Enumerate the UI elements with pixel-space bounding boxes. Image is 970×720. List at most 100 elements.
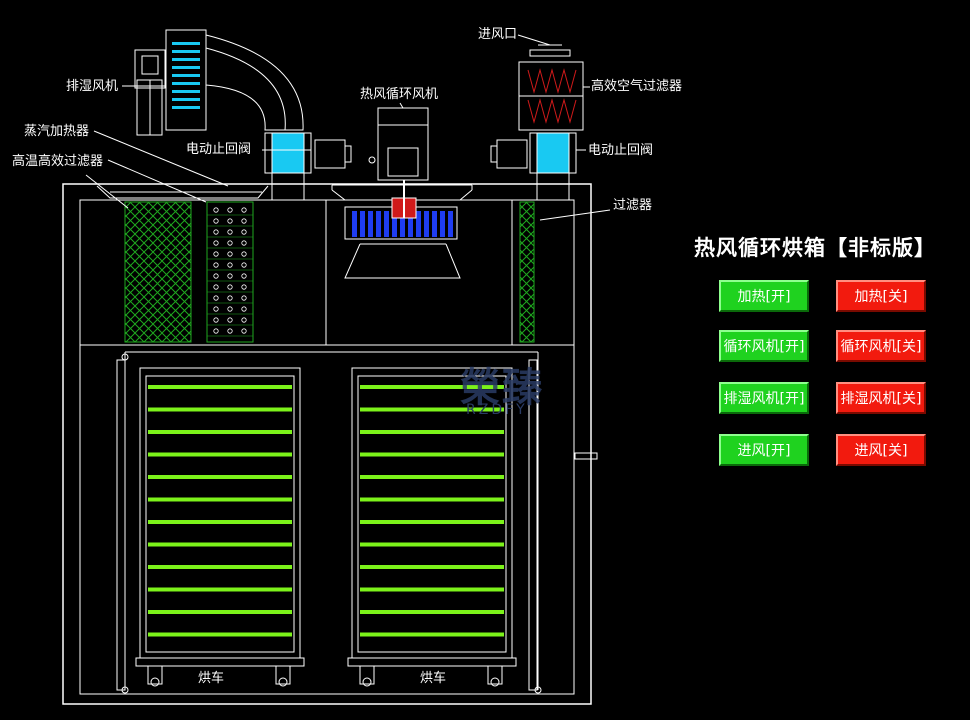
right-check-valve xyxy=(536,132,570,174)
cart-shelf xyxy=(360,610,504,614)
heater-coil-dot xyxy=(213,284,219,290)
heater-coil-dot xyxy=(227,328,233,334)
cart-shelf xyxy=(360,565,504,569)
label-filter: 过滤器 xyxy=(613,198,653,213)
cart-shelf xyxy=(360,452,504,457)
heater-coil-dot xyxy=(213,240,219,246)
heater-coil-dot xyxy=(227,262,233,268)
exhaust-vent-bar xyxy=(172,82,200,85)
fan-blade xyxy=(360,211,365,237)
watermark-logo: 榮臻 xyxy=(460,365,544,411)
cart-shelf xyxy=(148,385,292,389)
exhaust-fan-off-button[interactable]: 排湿风机[关] xyxy=(836,382,926,414)
fan-blade xyxy=(384,211,389,237)
cart-shelf xyxy=(148,452,292,457)
heater-coil-dot xyxy=(213,251,219,257)
heater-coil-dot xyxy=(241,251,247,257)
circulation-fan-off-button[interactable]: 循环风机[关] xyxy=(836,330,926,362)
right-return-duct xyxy=(528,359,538,691)
cart-shelf xyxy=(360,520,504,524)
cart-wheel xyxy=(150,677,160,687)
heater-coil-dot xyxy=(213,229,219,235)
circulation-fan-on-button[interactable]: 循环风机[开] xyxy=(719,330,809,362)
cart-shelf xyxy=(148,542,292,547)
cart-wheel-bracket xyxy=(487,665,503,685)
label-exhaust-fan: 排湿风机 xyxy=(66,79,119,94)
cart-wheel xyxy=(362,677,372,687)
cart-wheel xyxy=(490,677,500,687)
heater-coil-dot xyxy=(227,207,233,213)
heater-coil-dot xyxy=(213,262,219,268)
cart-shelf xyxy=(148,632,292,637)
cart-shelf xyxy=(148,475,292,479)
heat-off-button[interactable]: 加热[关] xyxy=(836,280,926,312)
cart-shelf xyxy=(360,587,504,592)
oven-cabinet xyxy=(62,183,592,705)
heater-coil-dot xyxy=(213,328,219,334)
cart-shelf xyxy=(148,407,292,412)
heater-coil-dot xyxy=(227,284,233,290)
heater-coil-dot xyxy=(241,317,247,323)
heater-coil-dot xyxy=(213,207,219,213)
cart-wheel-bracket xyxy=(275,665,291,685)
heater-coil-dot xyxy=(241,240,247,246)
exhaust-vent-bar xyxy=(172,74,200,77)
cart-base xyxy=(135,657,305,667)
air-inlet-on-button[interactable]: 进风[开] xyxy=(719,434,809,466)
cart-base xyxy=(347,657,517,667)
left-check-valve xyxy=(271,132,305,174)
heater-coil-dot xyxy=(241,273,247,279)
label-hepa-air: 高效空气过滤器 xyxy=(591,79,683,94)
heater-coil-dot xyxy=(213,295,219,301)
heater-coil-dot xyxy=(241,295,247,301)
cart-wheel-bracket xyxy=(147,665,163,685)
steam-heater-coils xyxy=(207,207,253,337)
heater-coil-dot xyxy=(241,229,247,235)
heater-coil-dot xyxy=(241,328,247,334)
cart-shelf xyxy=(360,497,504,502)
cart-inner-frame xyxy=(145,375,295,653)
exhaust-vent-bar xyxy=(172,98,200,101)
circulation-motor xyxy=(377,107,429,181)
heater-coil-dot xyxy=(241,306,247,312)
exhaust-vent-bar xyxy=(172,66,200,69)
heater-coil-dot xyxy=(213,306,219,312)
exhaust-vent-bar xyxy=(172,106,200,109)
label-steam-heater: 蒸汽加热器 xyxy=(24,124,90,139)
drying-cart-right xyxy=(347,367,517,687)
heater-coil-dot xyxy=(227,273,233,279)
cart-shelf xyxy=(360,430,504,434)
heater-coil-dot xyxy=(213,218,219,224)
label-valve-right: 电动止回阀 xyxy=(588,143,654,158)
air-inlet-off-button[interactable]: 进风[关] xyxy=(836,434,926,466)
fan-blades xyxy=(352,211,453,237)
fan-blade xyxy=(376,211,381,237)
cart-shelf xyxy=(360,385,504,389)
exhaust-vent-bar xyxy=(172,50,200,53)
heater-coil-dot xyxy=(241,207,247,213)
cart-shelf xyxy=(148,587,292,592)
left-return-duct xyxy=(116,359,126,691)
heater-coil-dot xyxy=(227,295,233,301)
fan-blade xyxy=(416,211,421,237)
label-hepa-high-temp: 高温高效过滤器 xyxy=(12,154,104,169)
cart-shelf xyxy=(148,565,292,569)
exhaust-fan-vents xyxy=(172,42,200,109)
heater-coil-dot xyxy=(213,273,219,279)
steam-heater xyxy=(206,201,254,343)
heater-coil-dot xyxy=(241,262,247,268)
cart-shelf xyxy=(360,542,504,547)
label-cart-left: 烘车 xyxy=(198,671,225,686)
cart-shelf xyxy=(360,407,504,412)
fan-blade xyxy=(424,211,429,237)
label-circulation-fan: 热风循环风机 xyxy=(360,87,439,102)
heat-on-button[interactable]: 加热[开] xyxy=(719,280,809,312)
high-temp-hepa-filter xyxy=(124,201,192,343)
exhaust-fan-on-button[interactable]: 排湿风机[开] xyxy=(719,382,809,414)
cart-wheel-bracket xyxy=(359,665,375,685)
label-air-inlet: 进风口 xyxy=(478,27,518,42)
fan-blade xyxy=(400,211,405,237)
door-handle xyxy=(574,452,598,460)
cart-wheel xyxy=(278,677,288,687)
